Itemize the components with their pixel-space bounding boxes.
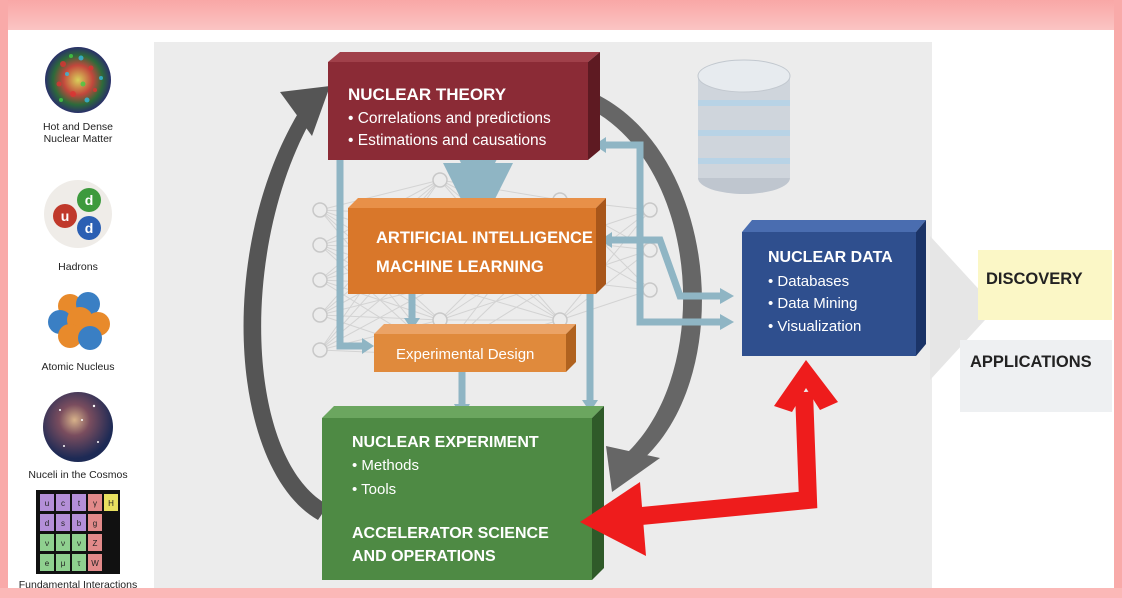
- nn-node: [312, 237, 328, 253]
- nn-node: [432, 172, 448, 188]
- theory-title: NUCLEAR THEORY: [348, 85, 507, 104]
- nn-node: [642, 282, 658, 298]
- particle-label: ν: [45, 539, 49, 548]
- outcome-funnel: [930, 236, 996, 380]
- frame-top-bar: [0, 0, 1122, 30]
- frame-right-border: [1114, 0, 1122, 598]
- theory-bullet: • Correlations and predictions: [348, 110, 551, 127]
- particle-label: t: [78, 499, 81, 508]
- experiment-bullet: • Tools: [352, 481, 396, 498]
- nn-node: [312, 202, 328, 218]
- ai-line1: ARTIFICIAL INTELLIGENCE: [376, 229, 593, 247]
- discovery-label: DISCOVERY: [986, 270, 1083, 288]
- particle-label: H: [108, 499, 114, 508]
- sidebar-caption: Nuceli in the Cosmos: [28, 469, 128, 481]
- particle-cell: [56, 494, 70, 511]
- cycle-arrow-right: [592, 96, 702, 462]
- particle-cell: [40, 494, 54, 511]
- data-bullet: • Databases: [768, 273, 849, 290]
- particle-label: μ: [61, 559, 66, 568]
- quark-label: u: [61, 208, 70, 224]
- nn-node: [312, 342, 328, 358]
- experiment-title: NUCLEAR EXPERIMENT: [352, 434, 539, 451]
- particle-cell: [88, 494, 102, 511]
- sidebar-item-atomic-nucleus: Atomic Nucleus: [14, 284, 142, 373]
- cycle-arrow-left: [243, 110, 328, 520]
- nuclear-data-box: [742, 220, 926, 356]
- particle-cell: [72, 534, 86, 551]
- particle-cell: [88, 534, 102, 551]
- data-bullet: • Visualization: [768, 318, 861, 335]
- applications-highlight: [960, 340, 1112, 412]
- nucleus-icon: [48, 292, 110, 350]
- particle-label: e: [45, 559, 50, 568]
- nuclear-experiment-box: [322, 406, 604, 580]
- sidebar-caption: Hot and Dense: [42, 121, 114, 133]
- nuclear-theory-box: [328, 52, 600, 160]
- quark-label: d: [85, 192, 94, 208]
- data-title: NUCLEAR DATA: [768, 249, 893, 266]
- design-label: Experimental Design: [396, 346, 534, 363]
- nn-node: [312, 307, 328, 323]
- particle-label: W: [91, 559, 99, 568]
- theory-bullet: • Estimations and causations: [348, 132, 547, 149]
- database-icon: [697, 59, 791, 194]
- ai-line2: MACHINE LEARNING: [376, 258, 544, 276]
- sidebar-caption: Nuclear Matter: [43, 133, 113, 145]
- nn-node: [312, 272, 328, 288]
- experiment-bullet: • Methods: [352, 457, 419, 474]
- particle-label: Z: [93, 539, 98, 548]
- cycle-arrow-right-head: [606, 446, 660, 492]
- particle-label: d: [45, 519, 49, 528]
- cosmos-icon: [43, 392, 113, 462]
- particle-cell: [104, 494, 118, 511]
- particle-label: c: [61, 499, 65, 508]
- sidebar-item-hot-dense-matter: Hot and Dense Nuclear Matter: [14, 44, 142, 145]
- data-bullet: • Data Mining: [768, 295, 857, 312]
- frame-left-border: [0, 0, 8, 598]
- particle-label: s: [61, 519, 65, 528]
- cycle-arrow-left-head: [280, 86, 330, 136]
- particle-label: b: [77, 519, 82, 528]
- discovery-highlight: [978, 250, 1112, 320]
- sidebar-item-hadrons: d u d Hadrons: [14, 176, 142, 273]
- sidebar-item-cosmos: Nuceli in the Cosmos: [14, 390, 142, 481]
- experiment-sub: AND OPERATIONS: [352, 548, 496, 565]
- red-feedback-arrow: [580, 360, 838, 556]
- particle-label: γ: [93, 499, 97, 508]
- experimental-design-box: [374, 324, 576, 372]
- nn-node: [642, 242, 658, 258]
- particle-label: ν: [61, 539, 65, 548]
- ai-ml-box: [348, 198, 606, 294]
- particle-cell: [88, 554, 102, 571]
- particle-cell: [72, 514, 86, 531]
- qgp-icon: [45, 47, 111, 113]
- particle-cell: [56, 554, 70, 571]
- particle-cell: [88, 514, 102, 531]
- experiment-sub: ACCELERATOR SCIENCE: [352, 525, 549, 542]
- applications-label: APPLICATIONS: [970, 353, 1092, 371]
- sidebar-caption: Fundamental Interactions: [18, 579, 138, 591]
- particle-cell: [56, 514, 70, 531]
- particle-cell: [72, 554, 86, 571]
- nn-node: [642, 202, 658, 218]
- particle-table-icon: u c t γ Hd s b g ν ν ν Ze μ τ W: [36, 490, 120, 574]
- particle-label: u: [45, 499, 49, 508]
- particle-cell: [72, 494, 86, 511]
- particle-label: g: [93, 519, 97, 528]
- particle-label: ν: [77, 539, 81, 548]
- particle-cell: [40, 514, 54, 531]
- quark-label: d: [85, 220, 94, 236]
- frame-bottom-border: [0, 588, 1122, 598]
- connector-arrows: [336, 127, 720, 404]
- particle-cell: [40, 554, 54, 571]
- hadron-icon: d u d: [44, 180, 112, 248]
- particle-cell: [40, 534, 54, 551]
- particle-label: τ: [77, 559, 81, 568]
- sidebar-caption: Atomic Nucleus: [41, 361, 115, 373]
- sidebar-caption: Hadrons: [58, 261, 98, 273]
- particle-cell: [56, 534, 70, 551]
